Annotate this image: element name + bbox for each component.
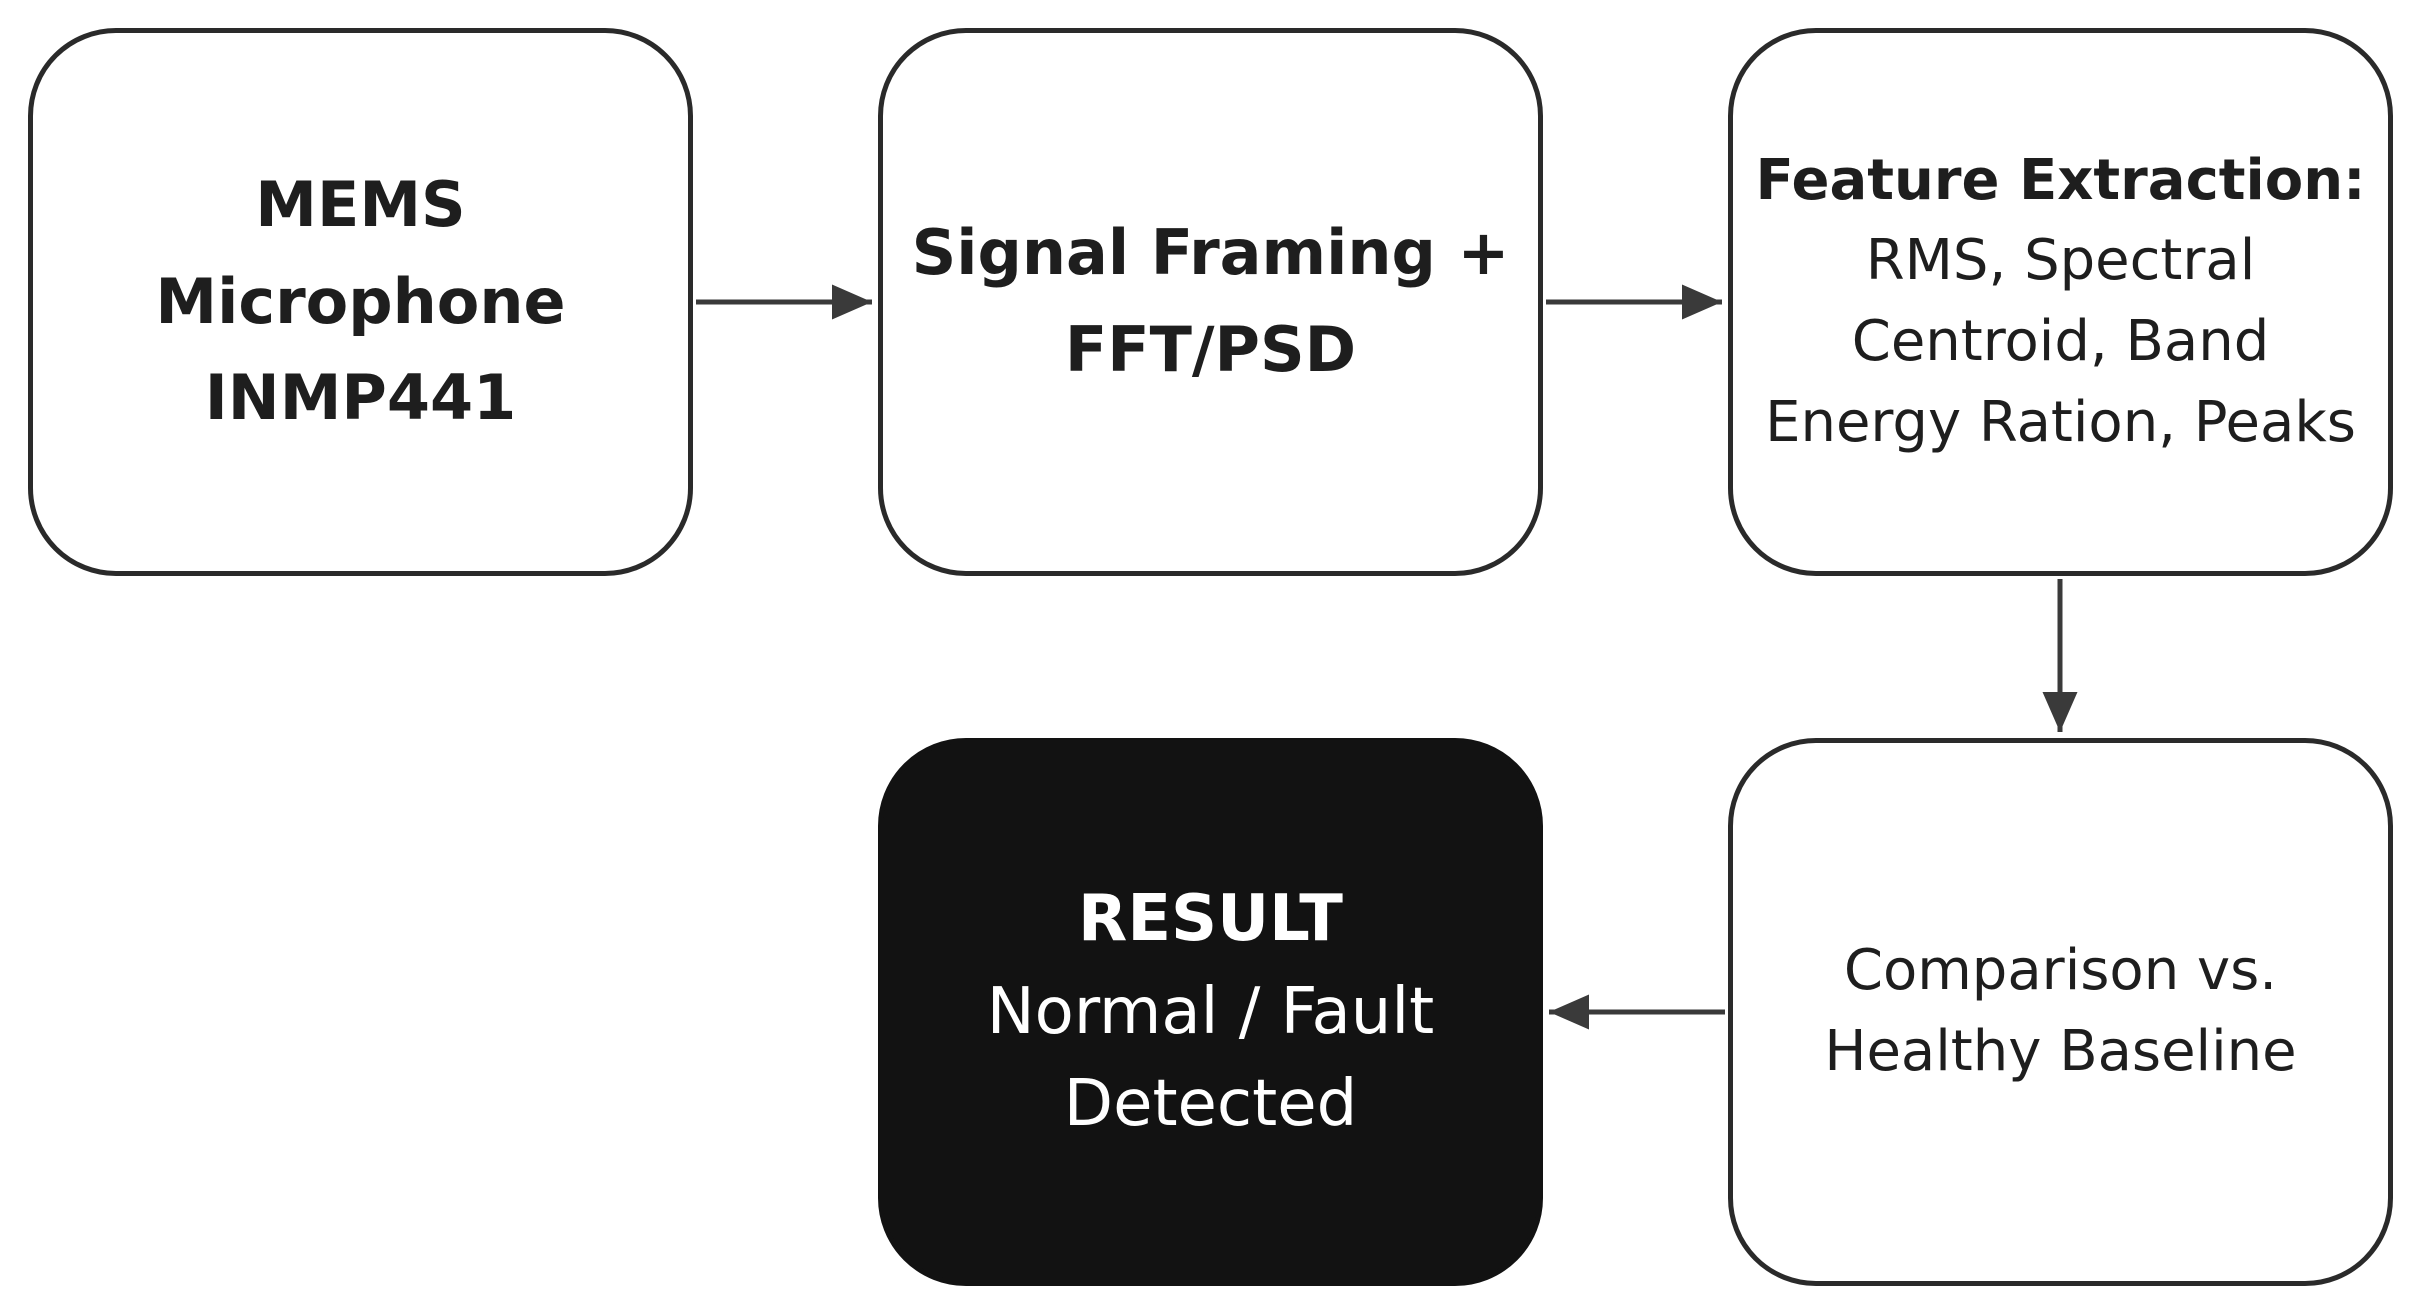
node-mems-microphone: MEMS Microphone INMP441 — [28, 28, 693, 576]
node-result-line-1: Normal / Fault — [986, 974, 1435, 1049]
node-features-line-1: RMS, Spectral — [1865, 228, 2256, 294]
node-comparison-baseline: Comparison vs. Healthy Baseline — [1728, 738, 2393, 1286]
node-signal-framing-fft: Signal Framing + FFT/PSD — [878, 28, 1543, 576]
node-mic-line-1: MEMS — [255, 167, 466, 241]
node-mic-line-2: Microphone — [155, 264, 566, 338]
node-comparison-line-2: Healthy Baseline — [1824, 1019, 2297, 1084]
node-fft-line-2: FFT/PSD — [1064, 313, 1357, 386]
node-features-heading: Feature Extraction: — [1755, 147, 2366, 213]
node-feature-extraction: Feature Extraction: RMS, Spectral Centro… — [1728, 28, 2393, 576]
node-mic-line-3: INMP441 — [204, 361, 517, 435]
node-result: RESULT Normal / Fault Detected — [878, 738, 1543, 1286]
node-result-heading: RESULT — [1078, 881, 1343, 956]
node-comparison-line-1: Comparison vs. — [1843, 938, 2278, 1004]
node-features-line-2: Centroid, Band — [1851, 309, 2270, 374]
node-fft-line-1: Signal Framing + — [911, 216, 1510, 290]
node-features-line-3: Energy Ration, Peaks — [1765, 389, 2356, 455]
node-result-line-2: Detected — [1063, 1067, 1358, 1142]
